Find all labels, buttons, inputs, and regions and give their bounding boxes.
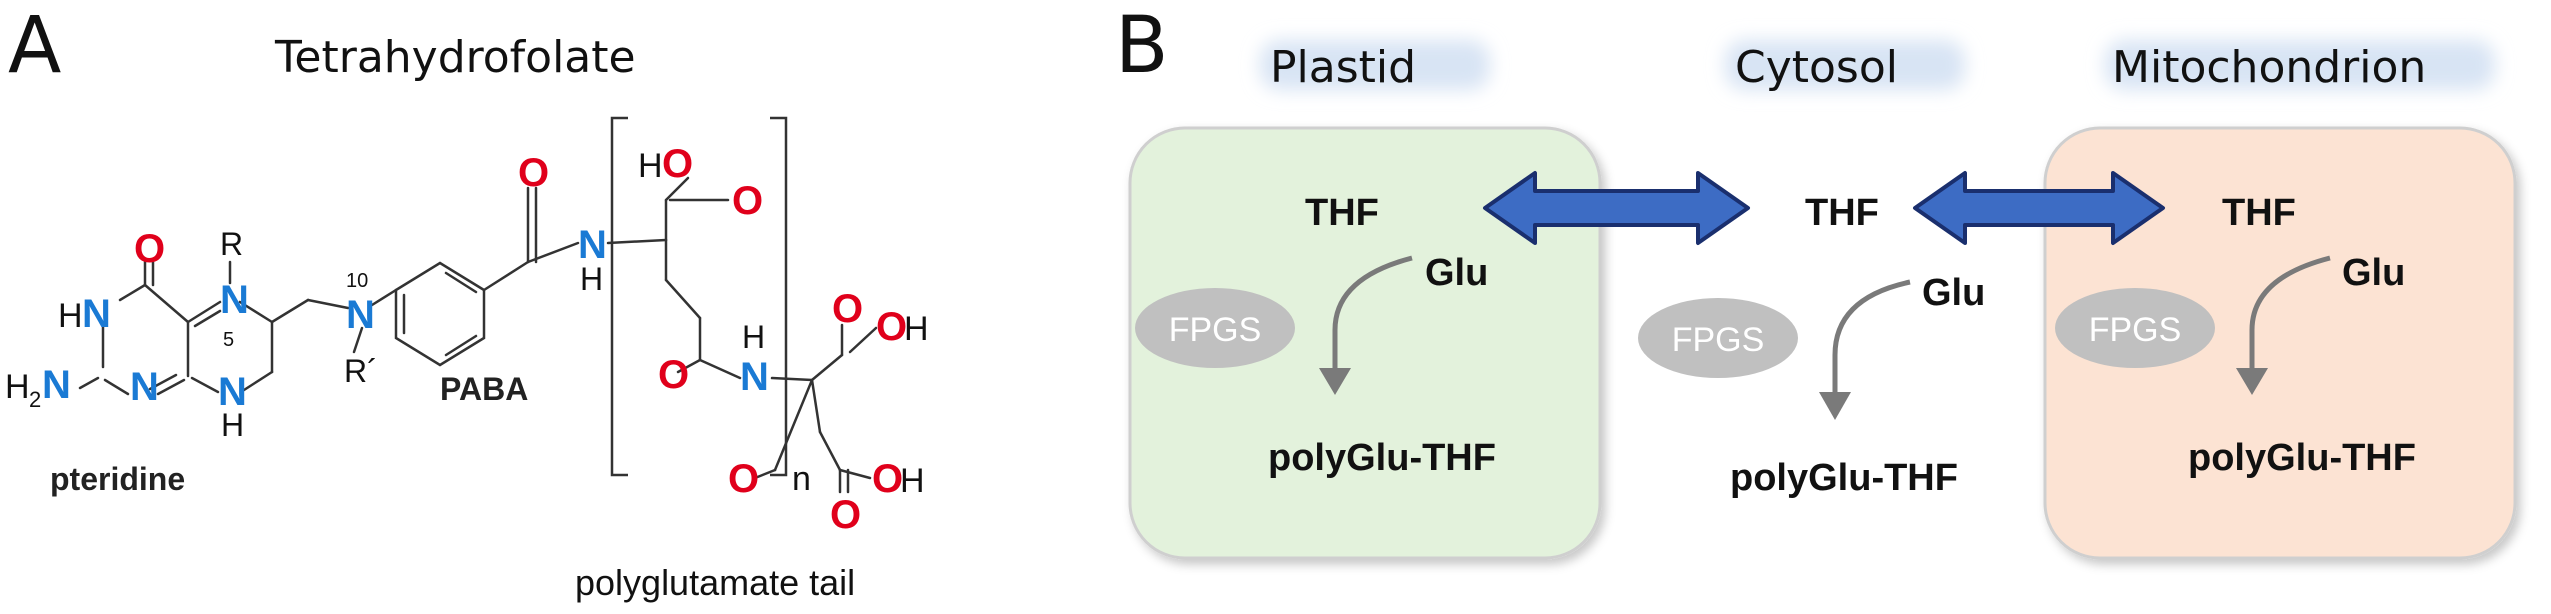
atom-ho-top-h: H	[638, 147, 663, 185]
atom-n-amide1: N	[578, 223, 607, 267]
cytosol-flow-arrow	[1832, 279, 1911, 392]
panel-b-letter: B	[1115, 1, 1169, 91]
plastid-fpgs-ellipse	[1135, 288, 1295, 368]
plastid-pathway: THF Glu FPGS polyGlu-THF	[1135, 192, 1496, 479]
molecule-bonds	[78, 176, 878, 494]
atom-oh-acid2-h: H	[904, 310, 929, 348]
atom-r-prime: R´	[344, 353, 378, 389]
atom-h-amide1: H	[580, 261, 603, 297]
atom-n-sub: n	[792, 460, 811, 498]
atom-o-acid3: O	[830, 493, 861, 537]
cytosol-thf-label: THF	[1805, 192, 1879, 234]
mitochondrion-flow-arrow	[2249, 255, 2331, 368]
atom-r: R	[220, 226, 243, 262]
atom-oh-acid2-o: O	[876, 305, 907, 349]
mitochondrion-flow-arrowhead	[2236, 368, 2268, 395]
atom-o-amide1: O	[518, 151, 549, 195]
plastid-box	[1128, 126, 1602, 560]
label-pteridine: pteridine	[50, 461, 185, 497]
atom-n-ring-lower: N	[130, 365, 159, 409]
atom-o-amide2: O	[658, 353, 689, 397]
atom-n10-num: 10	[346, 270, 368, 292]
compartment-title-cytosol: Cytosol	[1735, 42, 1898, 93]
mitochondrion-glu-label: Glu	[2342, 252, 2405, 294]
label-paba: PABA	[440, 371, 528, 407]
repeat-bracket	[610, 116, 788, 477]
atom-h2n-h: H	[5, 368, 30, 406]
cytosol-glu-label: Glu	[1922, 272, 1985, 314]
atom-o-top: O	[732, 179, 763, 223]
plastid-product-label: polyGlu-THF	[1268, 437, 1496, 479]
compartment-title-mitochondrion: Mitochondrion	[2112, 42, 2426, 93]
atom-o-acid2: O	[832, 287, 863, 331]
mitochondrion-fpgs-ellipse	[2055, 288, 2215, 368]
compartment-title-plastid: Plastid	[1270, 42, 1416, 93]
panel-b: B Plastid Cytosol Mitochondrion THF Glu …	[1115, 1, 2517, 560]
atom-h-amide2: H	[742, 319, 765, 355]
atom-n-amide2: N	[740, 355, 769, 399]
title-glows	[1260, 40, 2495, 90]
mitochondrion-box	[2043, 126, 2517, 560]
atom-n10: N	[346, 293, 375, 337]
atom-oh-acid3-h: H	[900, 462, 925, 500]
label-polyglutamate-tail: polyglutamate tail	[575, 562, 855, 603]
mitochondrion-thf-label: THF	[2222, 192, 2296, 234]
cytosol-flow-arrowhead	[1819, 392, 1851, 420]
plastid-fpgs-label: FPGS	[1169, 311, 1262, 349]
cytosol-product-label: polyGlu-THF	[1730, 457, 1958, 499]
cytosol-fpgs-ellipse	[1638, 298, 1798, 378]
atom-n5: N	[220, 278, 249, 322]
plastid-flow-arrowhead	[1319, 368, 1351, 395]
panel-a-title: Tetrahydrofolate	[274, 32, 636, 83]
atom-nh-bottom-n: N	[218, 370, 247, 414]
atom-h2n-n: N	[42, 363, 71, 407]
plastid-thf-label: THF	[1305, 192, 1379, 234]
cytosol-pathway: THF Glu FPGS polyGlu-THF	[1638, 192, 1985, 499]
atom-h2n-sub: 2	[29, 387, 41, 412]
double-arrow-cytosol-mitochondrion	[1913, 171, 2165, 245]
panel-a: A Tetrahydrofolate	[5, 1, 929, 603]
atom-o-link: O	[728, 457, 759, 501]
atom-oh-acid3-o: O	[872, 457, 903, 501]
plastid-glu-label: Glu	[1425, 252, 1488, 294]
atom-hn-n: N	[82, 292, 111, 336]
mitochondrion-pathway: THF Glu FPGS polyGlu-THF	[2055, 192, 2416, 479]
plastid-flow-arrow	[1332, 255, 1413, 368]
mitochondrion-product-label: polyGlu-THF	[2188, 437, 2416, 479]
mitochondrion-fpgs-label: FPGS	[2089, 311, 2182, 349]
atom-o-ring: O	[134, 227, 165, 271]
double-arrow-plastid-cytosol	[1483, 171, 1750, 245]
atom-n5-num: 5	[223, 329, 234, 351]
atom-ho-top-o: O	[662, 142, 693, 186]
atom-hn-h: H	[58, 297, 83, 335]
atom-nh-bottom-h: H	[221, 407, 244, 443]
cytosol-fpgs-label: FPGS	[1672, 321, 1765, 359]
panel-a-letter: A	[8, 1, 61, 91]
